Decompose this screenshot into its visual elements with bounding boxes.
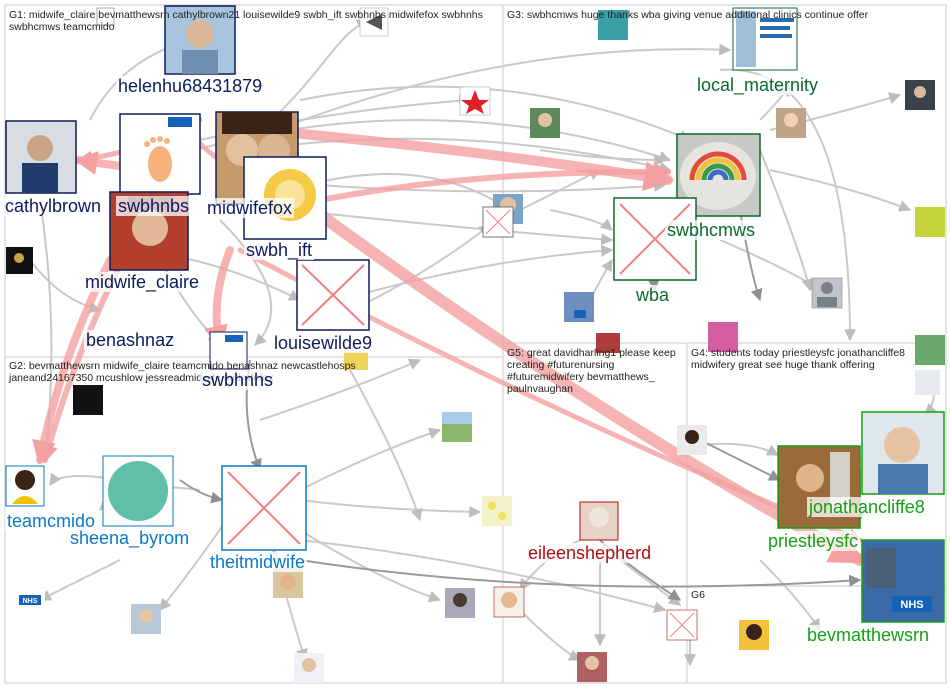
node-g3-avatar-f[interactable] (708, 322, 738, 352)
node-g5-cartoon[interactable] (493, 586, 525, 618)
node-g3-avatar-c[interactable] (776, 108, 806, 138)
group-title-g3: G3: swbhcmws huge thanks wba giving venu… (507, 9, 869, 21)
group-title-g1: G1: midwife_claire bevmatthewsrn cathylb… (9, 9, 483, 33)
node-g3-red-small[interactable] (596, 333, 620, 353)
node-g2-avatar-c[interactable] (445, 588, 475, 618)
node-g3-avatar-e[interactable] (564, 292, 594, 322)
label-wba[interactable]: wba (634, 285, 672, 305)
label-louisewilde9[interactable]: louisewilde9 (272, 333, 375, 353)
node-g3-x-small[interactable] (482, 206, 514, 238)
node-g2-dark[interactable] (73, 385, 103, 415)
node-g2-avatar-a[interactable] (131, 604, 161, 634)
label-sheena-byrom[interactable]: sheena_byrom (68, 528, 192, 548)
node-helenhu68431879[interactable] (164, 5, 236, 75)
label-midwife-claire[interactable]: midwife_claire (83, 272, 202, 292)
svg-text:NHS: NHS (900, 599, 923, 611)
label-bevmatthewsrn[interactable]: bevmatthewsrn (805, 625, 932, 645)
node-swbhnbs[interactable] (119, 113, 201, 195)
label-theitmidwife[interactable]: theitmidwife (208, 552, 308, 572)
label-helenhu68431879[interactable]: helenhu68431879 (116, 76, 265, 96)
node-g3-avatar-a[interactable] (530, 108, 560, 138)
node-local-maternity[interactable] (732, 7, 798, 71)
label-local-maternity[interactable]: local_maternity (695, 75, 821, 95)
node-g3-avatar-d[interactable] (905, 80, 935, 110)
label-swbh-ift[interactable]: swbh_ift (244, 240, 315, 260)
group-title-g5: G5: great davidharling1 please keep crea… (507, 347, 676, 395)
group-title-g4: G4: students today priestleysfc jonathan… (691, 347, 906, 371)
label-benashnaz[interactable]: benashnaz (84, 330, 177, 350)
node-dark-logo[interactable] (6, 247, 33, 274)
node-g2-avatar-b[interactable] (273, 568, 303, 598)
node-g2-nhs[interactable]: NHS (15, 591, 45, 613)
node-arrow-tile[interactable] (359, 7, 389, 37)
label-teamcmido[interactable]: teamcmido (5, 511, 98, 531)
label-cathylbrown[interactable]: cathylbrown (3, 196, 104, 216)
node-g3-person[interactable] (811, 277, 843, 309)
svg-text:NHS: NHS (23, 598, 38, 605)
node-small-g1a[interactable] (96, 7, 115, 26)
node-g6-avatar[interactable] (739, 620, 769, 650)
node-teamcmido[interactable] (5, 465, 45, 507)
node-g4-small[interactable] (915, 370, 940, 395)
node-g2-field[interactable] (442, 412, 472, 442)
label-midwifefox[interactable]: midwifefox (205, 198, 295, 218)
node-sheena-byrom[interactable] (102, 455, 174, 527)
node-g3-yellow[interactable] (915, 207, 945, 237)
label-swbhnbs[interactable]: swbhnbs (116, 196, 192, 216)
group-title-g6: G6 (691, 589, 706, 601)
node-g1-tiny[interactable] (344, 352, 368, 370)
label-jonathancliffe8[interactable]: jonathancliffe8 (807, 497, 927, 517)
node-swbhnhs[interactable] (209, 331, 248, 370)
node-bevmatthewsrn[interactable]: NHS (861, 539, 945, 623)
node-g3-small[interactable] (915, 335, 945, 365)
node-theitmidwife[interactable] (221, 465, 307, 551)
label-swbhnhs[interactable]: swbhnhs (200, 370, 276, 390)
node-g2-flowers[interactable] (482, 496, 512, 526)
node-cathylbrown[interactable] (5, 120, 77, 194)
label-swbhcmws[interactable]: swbhcmws (665, 220, 758, 240)
node-starsafe[interactable] (459, 86, 491, 116)
node-g5-x[interactable] (666, 609, 698, 641)
node-g3-tile-top[interactable] (598, 10, 628, 40)
label-eileenshepherd[interactable]: eileenshepherd (526, 543, 654, 563)
node-louisewilde9[interactable] (296, 259, 370, 331)
label-priestleysfc[interactable]: priestleysfc (766, 531, 861, 551)
node-jonathancliffe8[interactable] (861, 411, 945, 495)
node-eileenshepherd[interactable] (579, 501, 619, 541)
node-g5-avatar-b[interactable] (577, 652, 607, 682)
node-g5-avatar-a[interactable] (677, 425, 707, 455)
node-g2-avatar-d[interactable] (294, 653, 324, 683)
